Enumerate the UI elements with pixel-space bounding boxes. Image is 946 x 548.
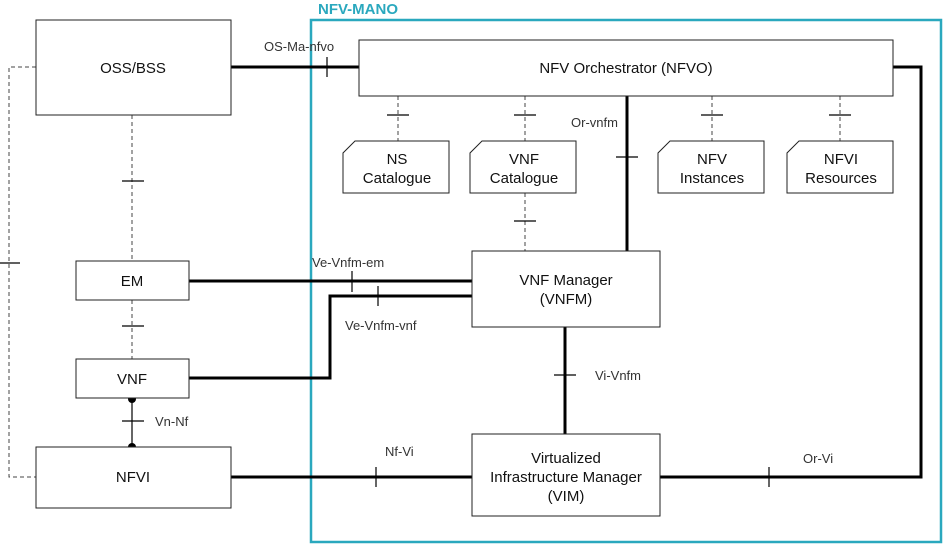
vnfm-label-line-2: (VNFM) [540,291,593,308]
vim-label-line-2: Infrastructure Manager [490,469,642,486]
vnfm-box: VNF Manager (VNFM) [471,250,661,328]
vim-label-line-3: (VIM) [548,488,585,505]
vim-box: Virtualized Infrastructure Manager (VIM) [471,433,661,517]
label-os-ma-nfvo: OS-Ma-nfvo [264,39,334,54]
ns-catalogue-repository: NS Catalogue [342,140,450,194]
em-label: EM [121,273,144,290]
nfvi-resources-repository: NFVI Resources [786,140,894,194]
nfv-instances-line-1: NFV [697,151,727,168]
nfvi-label: NFVI [116,469,150,486]
nfv-mano-title: NFV-MANO [318,1,398,18]
vnf-box: VNF [75,358,190,399]
oss-bss-box: OSS/BSS [35,19,232,116]
vnfm-label-line-1: VNF Manager [519,272,612,289]
reference-point-lines [122,57,923,487]
dashed-connections [0,66,851,478]
label-or-vi: Or-Vi [803,451,833,466]
vnf-label: VNF [117,371,147,388]
vnf-catalogue-repository: VNF Catalogue [469,140,577,194]
vnf-catalogue-line-1: VNF [509,151,539,168]
label-ve-vnfm-em: Ve-Vnfm-em [312,255,384,270]
label-vn-nf: Vn-Nf [155,414,189,429]
nfv-instances-repository: NFV Instances [657,140,765,194]
label-or-vnfm: Or-vnfm [571,115,618,130]
nfvi-box: NFVI [35,446,232,509]
vim-label-line-1: Virtualized [531,450,601,467]
ns-catalogue-line-2: Catalogue [363,170,431,187]
oss-bss-label: OSS/BSS [100,60,166,77]
em-box: EM [75,260,190,301]
nfvo-box: NFV Orchestrator (NFVO) [358,39,894,97]
nfv-instances-line-2: Instances [680,170,744,187]
label-ve-vnfm-vnf: Ve-Vnfm-vnf [345,318,417,333]
nfvi-resources-line-2: Resources [805,170,877,187]
nfvi-resources-line-1: NFVI [824,151,858,168]
nfvo-label: NFV Orchestrator (NFVO) [539,60,712,77]
vnf-catalogue-line-2: Catalogue [490,170,558,187]
ns-catalogue-line-1: NS [387,151,408,168]
label-nf-vi: Nf-Vi [385,444,414,459]
label-vi-vnfm: Vi-Vnfm [595,368,641,383]
